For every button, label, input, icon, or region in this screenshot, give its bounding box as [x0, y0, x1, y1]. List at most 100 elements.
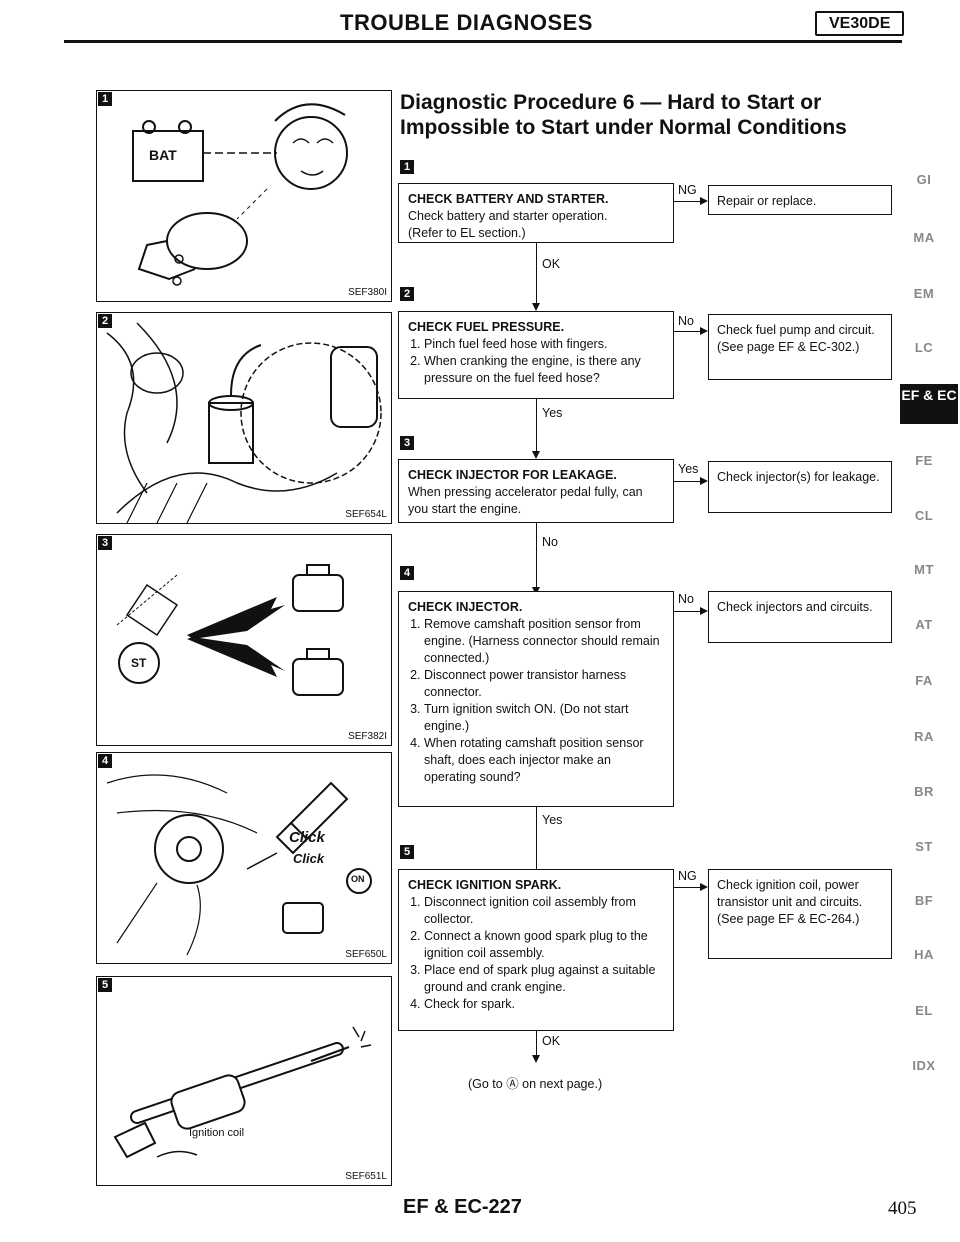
camshaft-sensor-drawing: [106, 774, 372, 956]
fail-connector: [674, 481, 700, 482]
tab-fe[interactable]: FE: [915, 453, 933, 468]
step-title: CHECK FUEL PRESSURE.: [408, 320, 565, 334]
illustration-battery-starter: BAT SEF380I: [96, 90, 392, 302]
pass-label: OK: [542, 257, 561, 271]
tab-ha[interactable]: HA: [914, 947, 934, 962]
battery-starter-drawing: [132, 103, 348, 286]
step-marker: 2: [400, 287, 414, 301]
step-item: Check for spark.: [424, 996, 665, 1013]
fail-arrow: [700, 607, 708, 615]
figure-marker: 3: [98, 536, 112, 550]
result-repair-or-replace: Repair or replace.: [708, 185, 892, 215]
fail-connector: [674, 887, 700, 888]
tab-at[interactable]: AT: [915, 617, 933, 632]
pass-label: Yes: [542, 406, 563, 420]
illustration-ignition-switch: ST SEF382I: [96, 534, 392, 746]
fail-connector: [674, 201, 700, 202]
figure-code: SEF654L: [345, 509, 387, 520]
step-line: Check battery and starter operation.: [408, 209, 608, 223]
pass-label: OK: [542, 1034, 561, 1048]
step-item: Disconnect ignition coil assembly from c…: [424, 894, 665, 928]
continue-note: (Go to Ⓐ on next page.): [468, 1077, 603, 1091]
step-line: (Refer to EL section.): [408, 226, 526, 240]
engine-code-badge: VE30DE: [815, 11, 905, 36]
pass-arrow: [532, 303, 540, 311]
fail-arrow: [700, 197, 708, 205]
figure-code: SEF650L: [345, 949, 387, 960]
fail-label: Yes: [678, 462, 699, 476]
illustration-camshaft-sensor: Click Click ON SEF650L: [96, 752, 392, 964]
result-text: Check ignition coil, power transistor un…: [717, 878, 863, 926]
fail-connector: [674, 611, 700, 612]
click-label: Click: [293, 851, 325, 866]
step-check-battery: CHECK BATTERY AND STARTER. Check battery…: [398, 183, 674, 243]
fail-arrow: [700, 327, 708, 335]
step-item: Remove camshaft position sensor from eng…: [424, 616, 665, 667]
pass-label: No: [542, 535, 558, 549]
tab-mt[interactable]: MT: [914, 562, 934, 577]
battery-label: BAT: [149, 147, 177, 163]
tab-idx[interactable]: IDX: [912, 1058, 936, 1073]
header-rule: [64, 40, 902, 43]
step-marker: 1: [400, 160, 414, 174]
step-item: Turn ignition switch ON. (Do not start e…: [424, 701, 665, 735]
pass-arrow: [532, 1055, 540, 1063]
step-item: Pinch fuel feed hose with fingers.: [424, 336, 665, 353]
figure-code: SEF651L: [345, 1171, 387, 1182]
tab-br[interactable]: BR: [914, 784, 934, 799]
page-header-title: TROUBLE DIAGNOSES: [340, 10, 593, 35]
pass-connector: [536, 807, 537, 869]
tab-ef-ec[interactable]: EF & EC: [900, 384, 958, 424]
tab-lc[interactable]: LC: [914, 340, 934, 355]
tab-cl[interactable]: CL: [914, 508, 934, 523]
step-marker: 4: [400, 566, 414, 580]
pass-connector: [536, 1031, 537, 1055]
tab-ma[interactable]: MA: [913, 230, 935, 245]
figure-code: SEF380I: [348, 287, 387, 298]
result-text: Check fuel pump and circuit. (See page E…: [717, 323, 875, 354]
step-line: When pressing accelerator pedal fully, c…: [408, 485, 643, 516]
fail-connector: [674, 331, 700, 332]
step-marker: 5: [400, 845, 414, 859]
step-title: CHECK IGNITION SPARK.: [408, 878, 562, 892]
result-check-injector-leakage: Check injector(s) for leakage.: [708, 461, 892, 513]
step-title: CHECK BATTERY AND STARTER.: [408, 192, 609, 206]
pass-connector: [536, 243, 537, 303]
fail-arrow: [700, 477, 708, 485]
pass-arrow: [532, 451, 540, 459]
result-text: Check injectors and circuits.: [717, 600, 873, 614]
step-item: When rotating camshaft position sensor s…: [424, 735, 665, 786]
click-label: Click: [289, 829, 325, 846]
ignition-coil-drawing: [113, 1026, 372, 1159]
tab-bf[interactable]: BF: [914, 893, 934, 908]
fail-arrow: [700, 883, 708, 891]
tab-ra[interactable]: RA: [914, 729, 934, 744]
ignition-switch-drawing: [116, 564, 344, 696]
tab-el[interactable]: EL: [915, 1003, 933, 1018]
step-item: When cranking the engine, is there any p…: [424, 353, 665, 387]
tab-st[interactable]: ST: [915, 839, 933, 854]
result-text: Check injector(s) for leakage.: [717, 470, 880, 484]
page-number: 405: [888, 1198, 917, 1219]
result-check-ignition-coil: Check ignition coil, power transistor un…: [708, 869, 892, 959]
section-page-code: EF & EC-227: [403, 1196, 522, 1218]
pass-label: Yes: [542, 813, 563, 827]
fail-label: NG: [678, 183, 697, 197]
figure-marker: 5: [98, 978, 112, 992]
fail-label: NG: [678, 869, 697, 883]
step-item: Place end of spark plug against a suitab…: [424, 962, 665, 996]
tab-fa[interactable]: FA: [915, 673, 933, 688]
figure-marker: 2: [98, 314, 112, 328]
step-item: Disconnect power transistor harness conn…: [424, 667, 665, 701]
pass-connector: [536, 399, 537, 451]
step-check-fuel-pressure: CHECK FUEL PRESSURE. Pinch fuel feed hos…: [398, 311, 674, 399]
switch-position-label: ST: [131, 656, 147, 670]
step-title: CHECK INJECTOR FOR LEAKAGE.: [408, 468, 617, 482]
pass-connector: [536, 523, 537, 587]
tab-em[interactable]: EM: [913, 286, 935, 301]
illustration-fuel-feed-hose: SEF654L: [96, 312, 392, 524]
step-title: CHECK INJECTOR.: [408, 600, 523, 614]
tab-gi[interactable]: GI: [916, 172, 932, 187]
figure-marker: 4: [98, 754, 112, 768]
step-check-ignition-spark: CHECK IGNITION SPARK. Disconnect ignitio…: [398, 869, 674, 1031]
